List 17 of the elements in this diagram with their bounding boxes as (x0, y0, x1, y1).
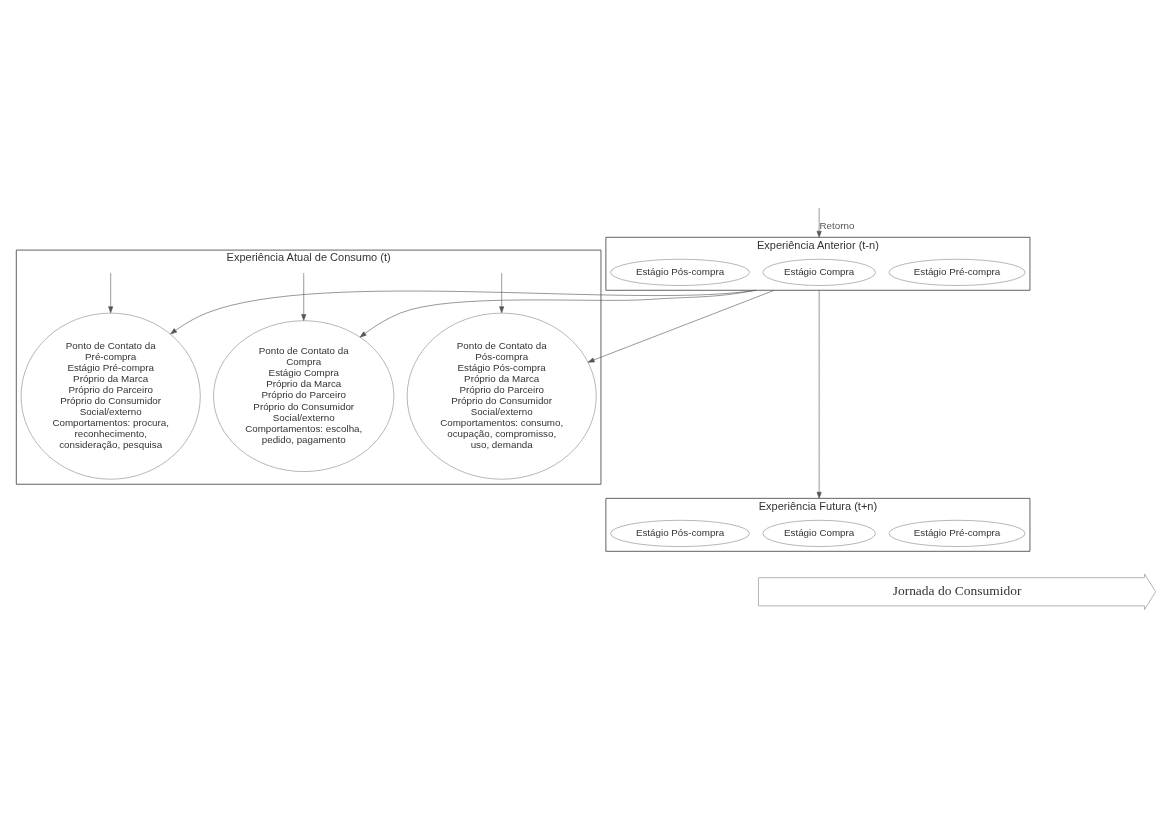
arrow (499, 272, 505, 313)
node-ellipse: Estágio Pós-compra (610, 519, 750, 547)
edge-label: Retorno (819, 219, 855, 231)
arrow (816, 207, 822, 238)
node-ellipse: Estágio Pré-compra (888, 258, 1026, 286)
arrow (816, 289, 822, 499)
node-ellipse: Estágio Compra (762, 258, 876, 286)
node-ellipse: Estágio Compra (762, 519, 876, 547)
arrow (301, 272, 307, 321)
arrow (170, 289, 757, 334)
node-ellipse: Estágio Pré-compra (888, 519, 1026, 547)
arrow (587, 289, 775, 362)
arrow (108, 272, 114, 313)
node-circle: Ponto de Contato da Pré-compra Estágio Pré-compra Próprio da Marca Próprio do Parceiro Próprio do Consumidor Social/externo Comportamentos: procura, reconhecimento, consideração, pesquisa (20, 312, 201, 480)
node-ellipse: Ponto de Contato da Compra Estágio Compra Próprio da Marca Próprio do Parceiro Próprio do Consumidor Social/externo Comportamentos: escolha, pedido, pagamento (213, 319, 395, 472)
arrow (359, 289, 757, 337)
node-ellipse: Estágio Pós-compra (610, 258, 750, 286)
